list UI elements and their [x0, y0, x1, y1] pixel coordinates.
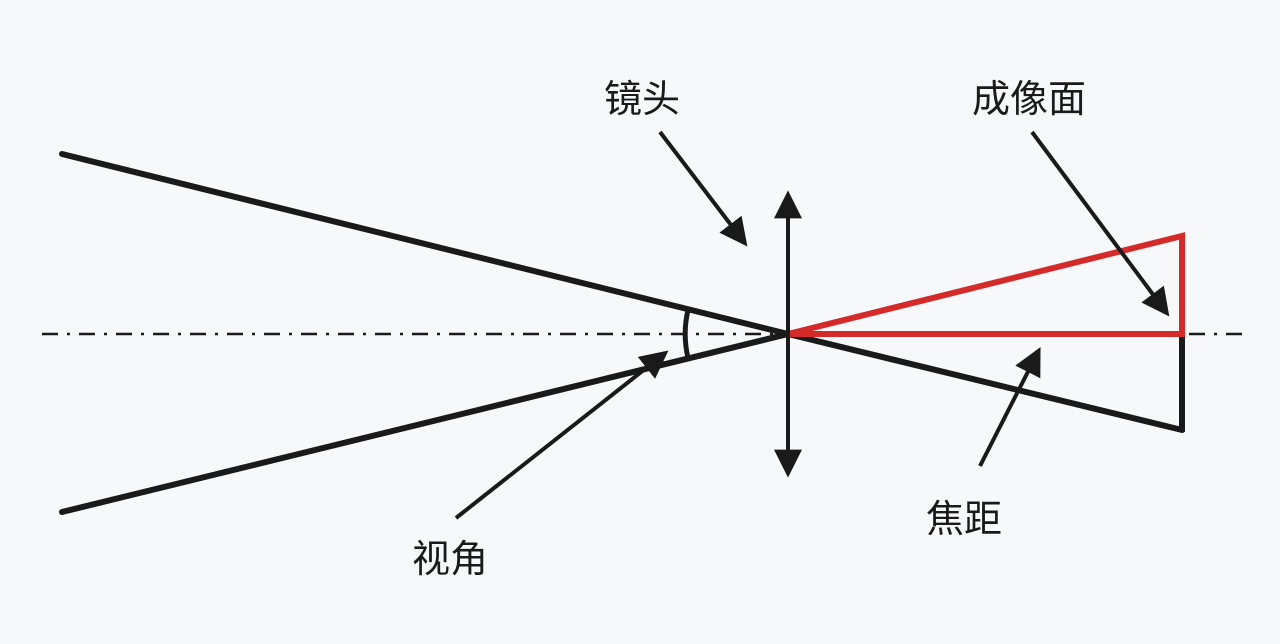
image-plane-pointer-arrow — [1030, 130, 1170, 317]
focal-length-label: 焦距 — [926, 497, 1003, 541]
field-of-view-angle-arc — [682, 309, 691, 359]
field-of-view-pointer-arrow — [454, 350, 669, 520]
focal-length-pointer-arrow — [978, 347, 1041, 467]
image-plane-label: 成像面 — [972, 77, 1087, 121]
image-plane-triangle — [787, 232, 1185, 337]
lower-field-ray — [59, 331, 791, 515]
inverted-image-ray — [785, 331, 1185, 433]
lens-pointer-arrow — [658, 130, 748, 247]
upper-field-ray — [59, 151, 791, 337]
lens-label: 镜头 — [604, 77, 681, 121]
field-of-view-label: 视角 — [412, 537, 489, 581]
